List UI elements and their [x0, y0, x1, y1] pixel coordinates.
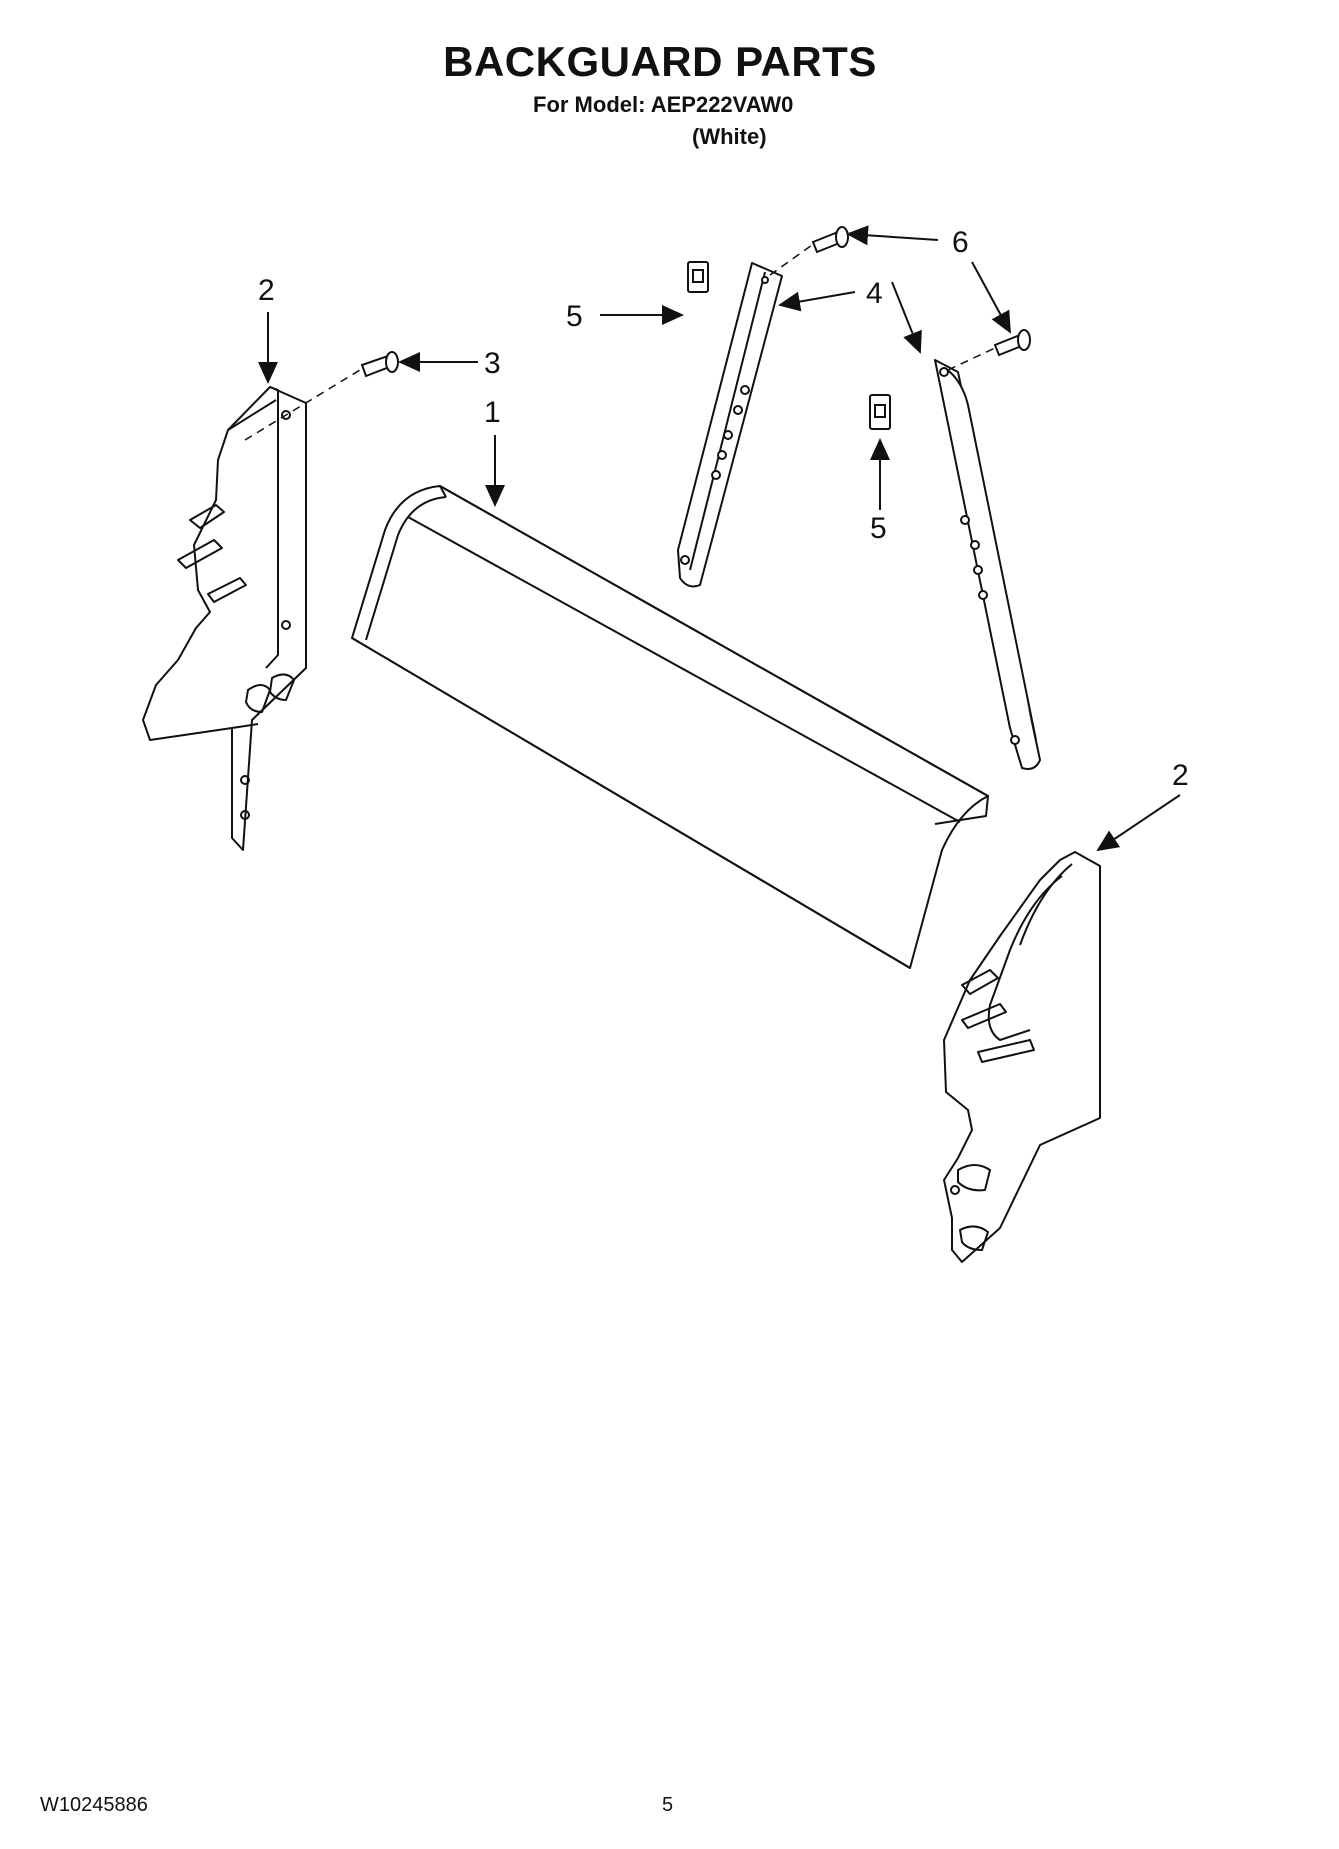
- callout-3: 3: [484, 347, 501, 380]
- screw-top: [811, 226, 849, 254]
- end-cap-right: [943, 851, 1101, 1263]
- callout-2-right: 2: [1172, 759, 1189, 792]
- end-cap-left: [142, 386, 307, 851]
- callout-1: 1: [484, 396, 501, 429]
- page-number: 5: [662, 1794, 674, 1816]
- callout-6: 6: [952, 226, 969, 259]
- clip-lower: [869, 394, 891, 430]
- model-number: For Model: AEP222VAW0: [533, 92, 794, 117]
- bracket-left: [677, 262, 783, 588]
- clip-upper: [687, 261, 709, 293]
- callout-4: 4: [866, 277, 883, 310]
- page-title: BACKGUARD PARTS: [443, 38, 877, 85]
- backguard-panel: [351, 485, 989, 969]
- document-code: W10245886: [40, 1794, 148, 1816]
- bracket-right: [934, 359, 1041, 770]
- color-variant: (White): [692, 124, 767, 149]
- assembly-guide-lines: [244, 244, 996, 441]
- callout-5-upper: 5: [566, 300, 583, 333]
- screw-right: [993, 329, 1031, 357]
- callout-leaders: [258, 225, 1181, 852]
- screw-left: [360, 351, 399, 378]
- callout-5-lower: 5: [870, 512, 887, 545]
- callout-2-left: 2: [258, 274, 275, 307]
